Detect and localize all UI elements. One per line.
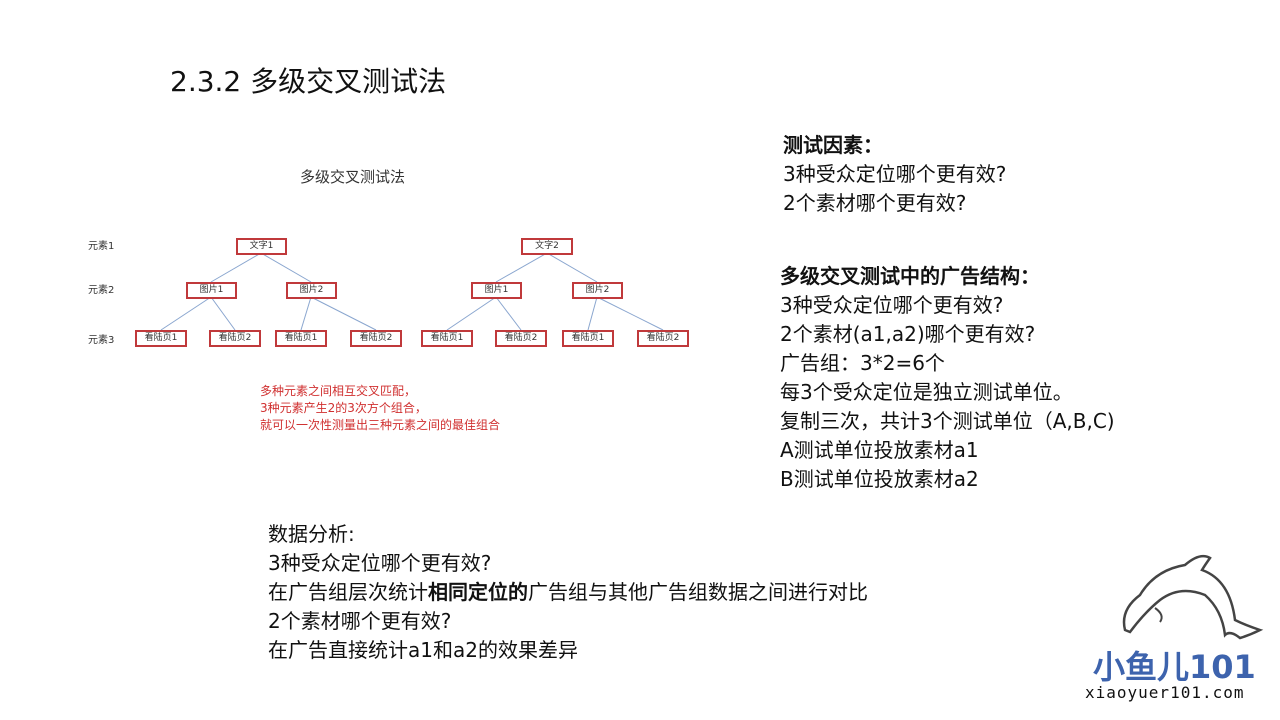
node-leaf: 看陆页2 (637, 330, 689, 347)
factors-block: 测试因素： 3种受众定位哪个更有效? 2个素材哪个更有效? (783, 131, 1006, 218)
analysis-heading: 数据分析: (268, 522, 355, 546)
node-mid: 图片1 (186, 282, 237, 299)
node-leaf: 看陆页2 (209, 330, 261, 347)
structure-line: 2个素材(a1,a2)哪个更有效? (780, 322, 1036, 346)
factor-line: 3种受众定位哪个更有效? (783, 162, 1007, 186)
level-label: 元素2 (88, 285, 115, 296)
diagram-title: 多级交叉测试法 (300, 168, 406, 186)
structure-line: 广告组：3*2=6个 (780, 351, 945, 375)
node-mid: 图片1 (471, 282, 522, 299)
node-leaf: 看陆页2 (350, 330, 402, 347)
node-leaf: 看陆页1 (562, 330, 614, 347)
diagram-note: 多种元素之间相互交叉匹配， (260, 384, 417, 398)
level-label: 元素1 (88, 241, 115, 252)
analysis-line: 在广告组层次统计相同定位的广告组与其他广告组数据之间进行对比 (268, 578, 868, 607)
diagram-note: 3种元素产生2的3次方个组合， (260, 401, 427, 415)
level-label: 元素3 (88, 335, 115, 346)
analysis-line: 2个素材哪个更有效? (268, 609, 452, 633)
node-root: 文字1 (236, 238, 287, 255)
node-mid: 图片2 (572, 282, 623, 299)
text: 广告组与其他广告组数据之间进行对比 (528, 580, 868, 604)
structure-line: 3种受众定位哪个更有效? (780, 293, 1004, 317)
dolphin-icon (1122, 554, 1264, 640)
logo: 小鱼儿101 xiaoyuer101.com (1085, 550, 1265, 710)
structure-block: 多级交叉测试中的广告结构： 3种受众定位哪个更有效? 2个素材(a1,a2)哪个… (780, 262, 1115, 494)
logo-name: 小鱼儿101 (1093, 648, 1256, 686)
structure-heading: 多级交叉测试中的广告结构： (780, 264, 1040, 288)
analysis-line: 3种受众定位哪个更有效? (268, 551, 492, 575)
structure-line: 复制三次，共计3个测试单位（A,B,C) (780, 409, 1115, 433)
analysis-line: 在广告直接统计a1和a2的效果差异 (268, 638, 578, 662)
structure-line: 每3个受众定位是独立测试单位。 (780, 380, 1073, 404)
factor-line: 2个素材哪个更有效? (783, 191, 967, 215)
structure-line: A测试单位投放素材a1 (780, 438, 979, 462)
node-leaf: 看陆页2 (495, 330, 547, 347)
factors-heading: 测试因素： (783, 133, 883, 157)
node-leaf: 看陆页1 (135, 330, 187, 347)
bold-text: 相同定位的 (428, 580, 528, 604)
structure-line: B测试单位投放素材a2 (780, 467, 979, 491)
text: 在广告组层次统计 (268, 580, 428, 604)
node-leaf: 看陆页1 (421, 330, 473, 347)
slide-title: 2.3.2 多级交叉测试法 (170, 65, 447, 98)
logo-url: xiaoyuer101.com (1085, 683, 1245, 702)
node-mid: 图片2 (286, 282, 337, 299)
node-root: 文字2 (521, 238, 573, 255)
node-leaf: 看陆页1 (275, 330, 327, 347)
analysis-block: 数据分析: 3种受众定位哪个更有效? 在广告组层次统计相同定位的广告组与其他广告… (268, 520, 868, 665)
tree-connectors (160, 252, 664, 331)
diagram-note: 就可以一次性测量出三种元素之间的最佳组合 (260, 418, 501, 432)
